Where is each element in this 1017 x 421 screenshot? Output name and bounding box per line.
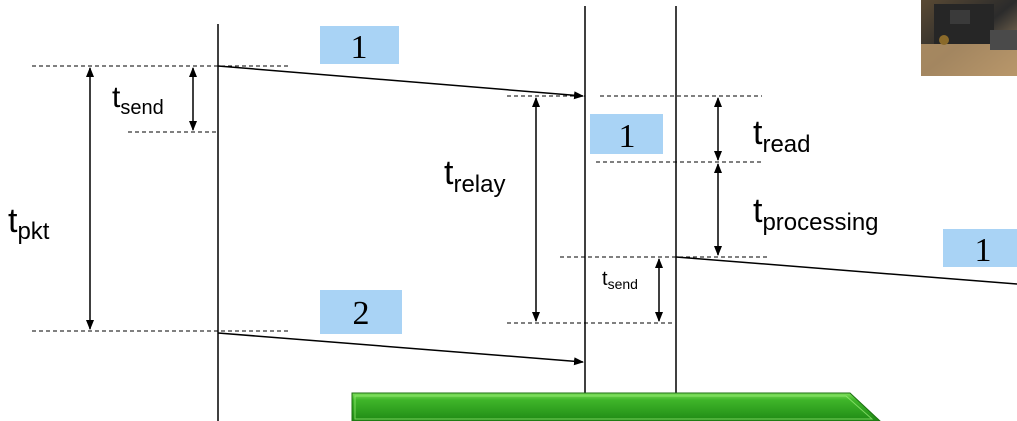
t-pkt-label: tpkt	[8, 202, 50, 245]
green-block	[351, 392, 881, 421]
packet-box-1-sent: 1	[320, 26, 399, 66]
t-relay-label: trelay	[444, 154, 505, 198]
packet-box-2-sent: 2	[320, 290, 402, 334]
packet-1-arrow	[217, 65, 584, 100]
t-send-relay-label: tsend	[602, 268, 638, 292]
packet-box-1-received: 1	[590, 114, 663, 155]
t-processing-label: tprocessing	[753, 192, 879, 236]
t-read-label: tread	[753, 114, 811, 158]
forwarded-packet-line	[675, 256, 1017, 285]
t-send-sender-label: tsend	[112, 81, 164, 119]
packet-label: 1	[619, 118, 636, 155]
packet-2-arrow	[217, 332, 584, 366]
device-photo	[921, 0, 1017, 76]
packet-box-1-forwarded: 1	[943, 229, 1017, 269]
packet-label: 1	[975, 232, 992, 269]
packet-label: 1	[351, 29, 368, 66]
packet-label: 2	[353, 295, 370, 332]
dashed-reference-lines	[32, 65, 770, 332]
